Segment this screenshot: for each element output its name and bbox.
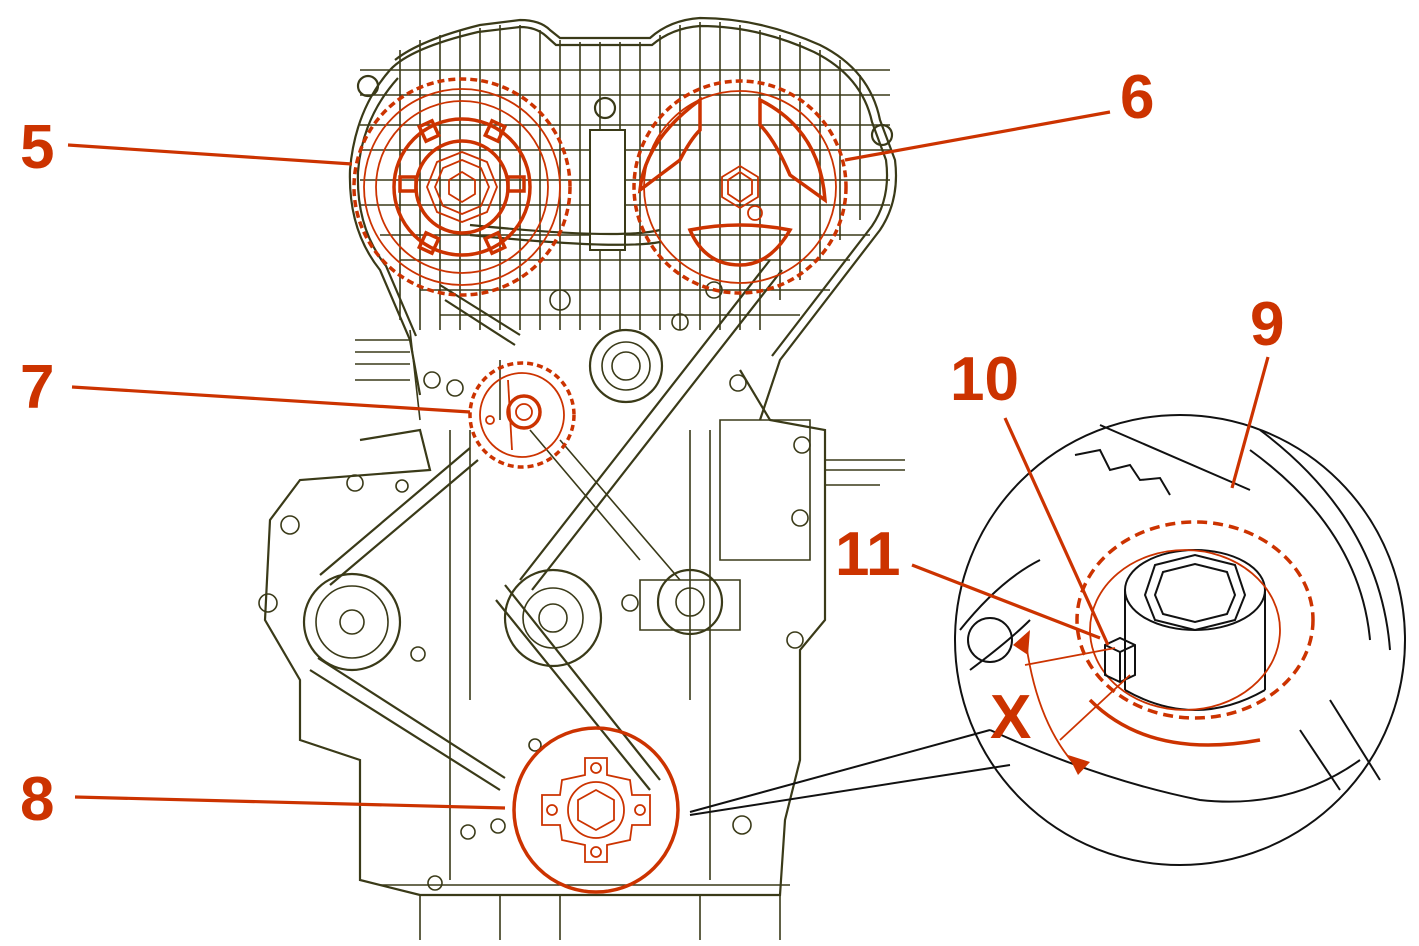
dimension-x-arrows	[1013, 630, 1131, 775]
water-pump	[588, 328, 664, 404]
callout-10: 10	[950, 345, 1019, 414]
engine-block-outline	[258, 16, 905, 940]
tensioner-pulley	[468, 361, 576, 469]
detail-sprocket-teeth	[1075, 520, 1315, 747]
leader-10	[1003, 417, 1110, 646]
engine-bolts	[258, 281, 811, 891]
callout-5: 5	[20, 113, 54, 182]
callout-11: 11	[835, 520, 901, 589]
timing-belt	[309, 223, 783, 791]
leader-11	[911, 563, 1101, 640]
crank-hub	[1124, 549, 1266, 711]
idler-pulley	[656, 568, 724, 636]
callout-labels: 5 6 7 8 9 10 11 X	[20, 63, 1284, 834]
auxiliary-sprocket	[302, 572, 402, 672]
crankshaft-sprocket-belt	[503, 568, 603, 668]
leader-7	[71, 385, 471, 414]
callout-9: 9	[1250, 290, 1284, 359]
callout-7: 7	[20, 353, 54, 422]
timing-mark-block	[1104, 636, 1136, 684]
callout-6: 6	[1120, 63, 1154, 132]
callout-8: 8	[20, 765, 54, 834]
leader-6	[844, 110, 1111, 162]
dimension-x-label: X	[990, 683, 1031, 752]
leader-lines	[67, 110, 1270, 810]
intake-camshaft-sprocket	[352, 77, 572, 297]
leader-9	[1230, 356, 1270, 489]
leader-5	[67, 143, 353, 166]
detail-view	[689, 414, 1406, 866]
exhaust-camshaft-sprocket	[632, 79, 848, 295]
leader-8	[74, 795, 506, 810]
crankshaft-pulley	[512, 726, 680, 894]
